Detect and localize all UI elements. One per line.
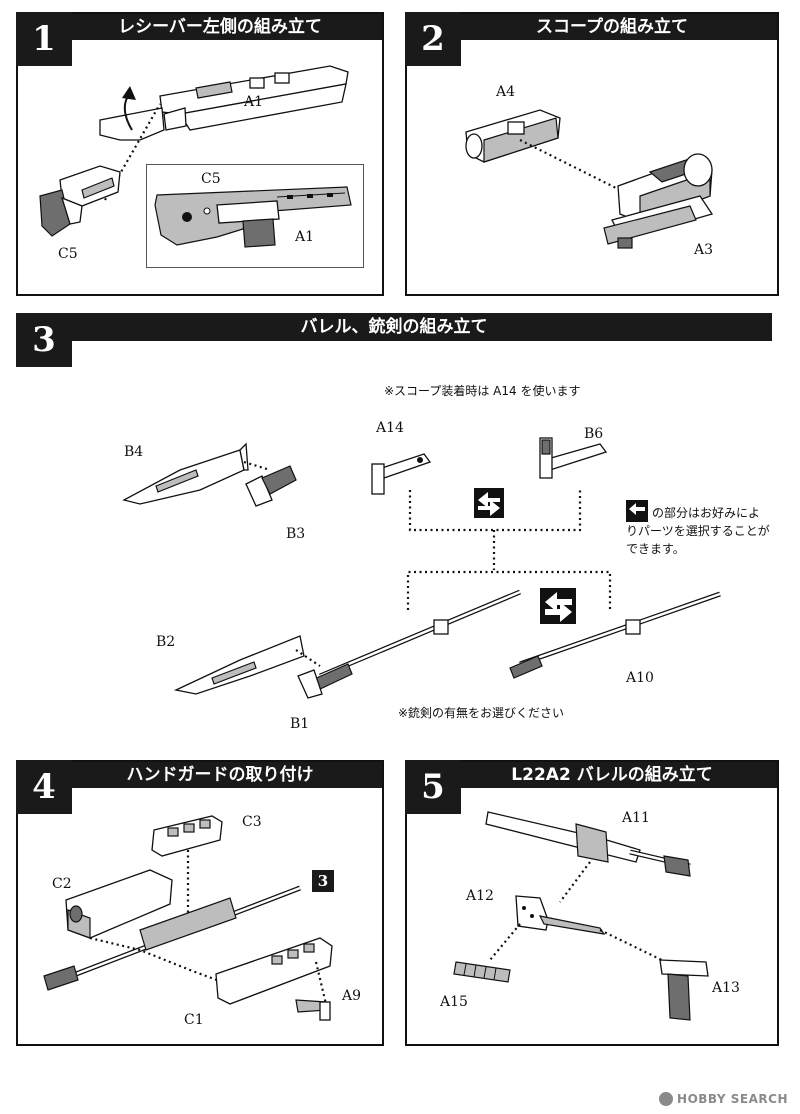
step-2-number: 2	[405, 12, 461, 66]
detail-inset: C5 A1	[146, 164, 364, 268]
label-a4: A4	[496, 84, 516, 100]
part-a15	[453, 961, 511, 983]
step-4-number: 4	[16, 760, 72, 814]
part-c1	[215, 937, 333, 1005]
part-a12	[515, 895, 606, 935]
step-3-title: バレル、銃剣の組み立て	[16, 313, 772, 341]
label-a11: A11	[622, 810, 650, 826]
part-a10-barrel	[509, 591, 721, 679]
step-2-panel: スコープの組み立て 2	[405, 12, 779, 296]
label-b2: B2	[156, 634, 176, 650]
step-4-title: ハンドガードの取り付け	[18, 762, 382, 788]
step-5-number: 5	[405, 760, 461, 814]
label-a14: A14	[376, 420, 404, 436]
hobby-search-watermark: HOBBY SEARCH	[659, 1091, 788, 1106]
step-5-title: L22A2 バレルの組み立て	[407, 762, 777, 788]
part-b4-bayonet	[122, 442, 249, 505]
label-b3: B3	[286, 526, 306, 542]
part-c5	[39, 165, 121, 237]
note-choice-line3: できます。	[626, 542, 685, 556]
label-a15: A15	[440, 994, 468, 1010]
part-b3-grip	[245, 465, 297, 507]
part-c2	[65, 869, 173, 939]
watermark-text: HOBBY SEARCH	[677, 1091, 788, 1106]
inset-label-c5: C5	[201, 171, 221, 187]
label-c1: C1	[184, 1012, 204, 1028]
part-c3	[151, 815, 223, 857]
part-a3-scope	[603, 153, 714, 249]
inset-label-a1: A1	[295, 229, 315, 245]
swap-arrows-icon-middle	[540, 588, 576, 624]
part-a1-receiver	[99, 65, 349, 141]
label-c5: C5	[58, 246, 78, 262]
label-b1: B1	[290, 716, 310, 732]
step-3-number: 3	[16, 313, 72, 367]
label-a1: A1	[244, 94, 264, 110]
label-c3: C3	[242, 814, 262, 830]
part-a9	[295, 999, 331, 1021]
label-a13: A13	[712, 980, 740, 996]
note-scope: ※スコープ装着時は A14 を使います	[384, 384, 581, 398]
part-a14	[371, 453, 432, 495]
swap-arrows-icon-small	[626, 500, 648, 522]
swap-arrows-icon	[474, 488, 504, 518]
label-a9: A9	[342, 988, 362, 1004]
step-5-panel: L22A2 バレルの組み立て 5	[405, 760, 779, 1046]
part-a11	[485, 811, 691, 877]
inset-drawing	[154, 186, 352, 248]
part-b2-bayonet	[173, 635, 305, 695]
label-a12: A12	[466, 888, 494, 904]
note-choice-line1: の部分はお好みによ	[652, 506, 761, 520]
part-b6	[539, 437, 608, 479]
hobby-search-logo-icon	[659, 1092, 674, 1106]
note-bayonet: ※銃剣の有無をお選びください	[398, 706, 565, 720]
step-1-title: レシーバー左側の組み立て	[18, 14, 382, 40]
note-choice-line2: りパーツを選択することが	[626, 524, 770, 538]
label-b4: B4	[124, 444, 144, 460]
label-c2: C2	[52, 876, 72, 892]
part-barrel-assembly	[43, 885, 301, 991]
label-a3: A3	[694, 242, 714, 258]
part-b1-grip	[297, 669, 323, 699]
ref-step-3-badge: 3	[312, 870, 334, 892]
label-a10: A10	[626, 670, 654, 686]
label-b6: B6	[584, 426, 604, 442]
step-1-number: 1	[16, 12, 72, 66]
part-a13-grip	[659, 959, 709, 1021]
step-2-title: スコープの組み立て	[407, 14, 777, 40]
